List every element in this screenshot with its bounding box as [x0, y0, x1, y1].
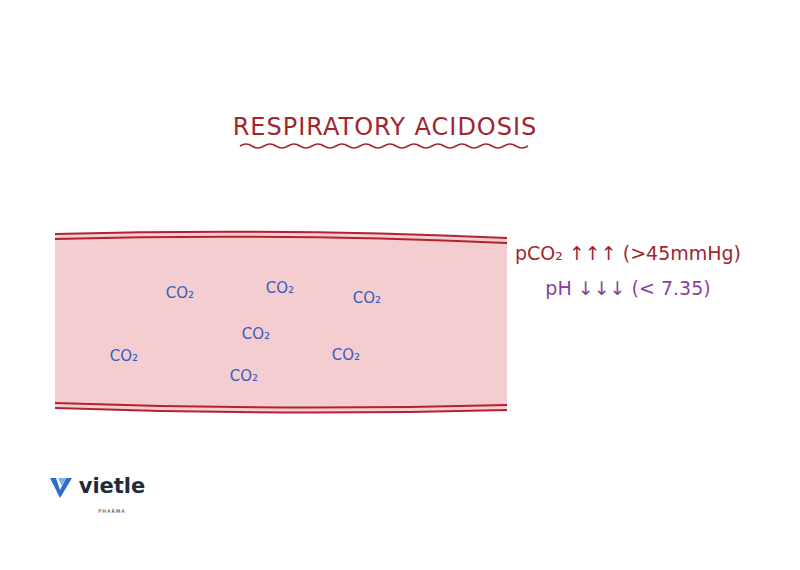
logo-icon [50, 478, 72, 498]
text-holder: PHARMA [98, 498, 125, 517]
co2-molecule: CO₂ [353, 289, 381, 307]
logo-text: vietle [79, 474, 146, 498]
co2-molecule: CO₂ [242, 325, 270, 343]
text-holder: vietle [79, 474, 146, 498]
text-holder: CO₂ [242, 324, 270, 343]
title-underline [240, 144, 528, 148]
co2-molecule: CO₂ [230, 367, 258, 385]
ph-value: pH ↓↓↓ (< 7.35) [545, 277, 710, 299]
co2-molecule: CO₂ [166, 284, 194, 302]
text-holder: pCO₂ ↑↑↑ (>45mmHg) [515, 242, 741, 264]
text-holder: CO₂ [353, 288, 381, 307]
text-holder: RESPIRATORY ACIDOSIS [233, 113, 538, 141]
blood-vessel: CO₂ CO₂ CO₂ CO₂ CO₂ CO₂ CO₂ [55, 228, 507, 418]
co2-molecule: CO₂ [332, 346, 360, 364]
title: RESPIRATORY ACIDOSIS [233, 113, 538, 141]
pco2-value: pCO₂ ↑↑↑ (>45mmHg) [515, 242, 741, 264]
text-holder: CO₂ [266, 278, 294, 297]
text-holder: pH ↓↓↓ (< 7.35) [545, 277, 710, 299]
text-holder: CO₂ [166, 283, 194, 302]
logo-subtext: PHARMA [98, 508, 125, 514]
text-holder: CO₂ [332, 345, 360, 364]
co2-molecule: CO₂ [110, 347, 138, 365]
text-holder: CO₂ [230, 366, 258, 385]
text-holder: CO₂ [110, 346, 138, 365]
co2-molecule: CO₂ [266, 279, 294, 297]
vessel-wall [55, 228, 507, 418]
